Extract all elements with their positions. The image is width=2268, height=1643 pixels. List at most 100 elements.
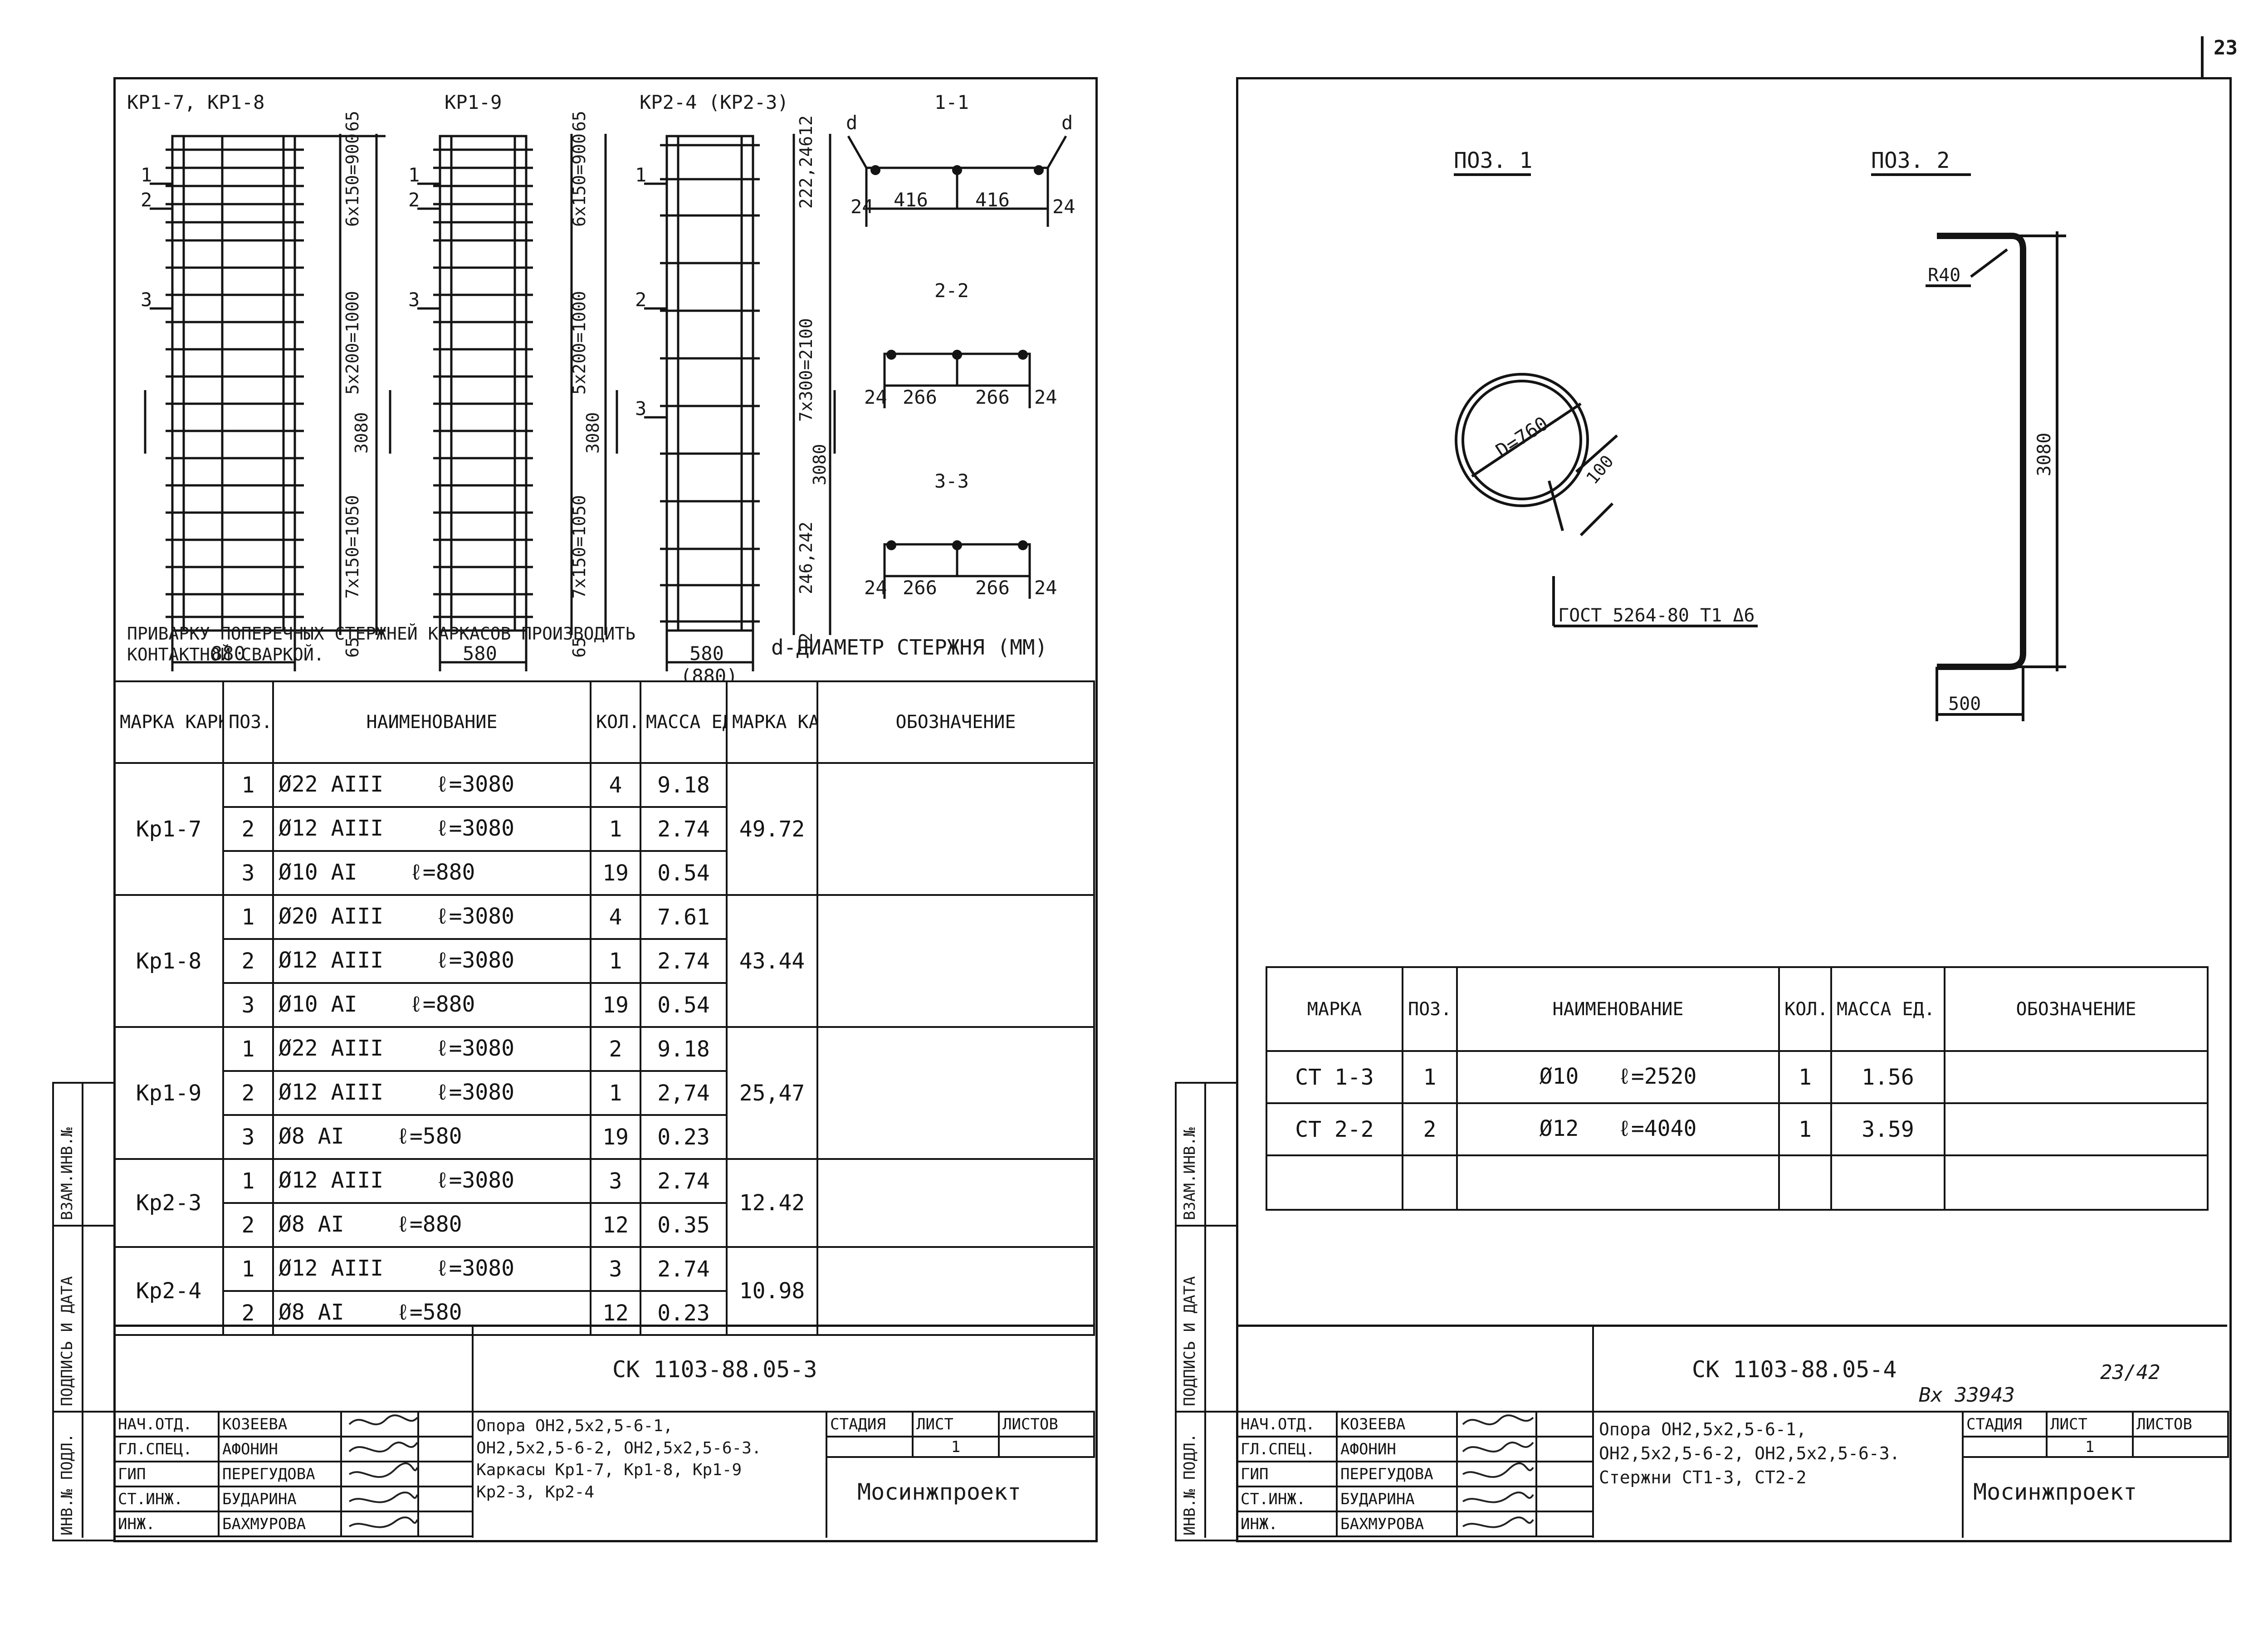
empty-cell	[816, 1158, 1095, 1248]
section-label: 2-2	[934, 279, 969, 302]
dim-diameter: D=760	[1492, 412, 1552, 462]
empty-cell: Ø10 АI ℓ=880	[272, 982, 591, 1028]
table-cell: 2.74	[640, 1246, 728, 1292]
empty-cell	[816, 762, 1095, 896]
dim-s33: 266	[903, 577, 937, 599]
empty-cell: Ø8 АI ℓ=880	[272, 1202, 591, 1248]
table-cell: МАССА ЕД. КГ	[1830, 966, 1945, 1052]
empty-cell	[1962, 1436, 2048, 1458]
empty-cell	[1944, 1102, 2209, 1156]
dim-kr19-total: 3080	[583, 412, 603, 454]
empty-cell	[826, 1436, 914, 1458]
table-cell: 12	[590, 1202, 641, 1248]
table-cell: 1	[1778, 1050, 1832, 1104]
welding-note: ПРИВАРКУ ПОПЕРЕЧНЫХ СТЕРЖНЕЙ КАРКАСОВ ПР…	[127, 624, 636, 665]
empty-cell	[1535, 1436, 1594, 1462]
dim-kr24-top: 12	[796, 115, 816, 136]
empty-cell	[1830, 1154, 1945, 1211]
dim-s11: 24	[850, 196, 874, 218]
table-cell: 1	[590, 806, 641, 852]
frame-drawings: КР1-7, КР1-8 КР1-9 КР2-4 (КР2-3) 1-1 2-2…	[127, 91, 1075, 680]
table-cell: СТ.ИНЖ.	[113, 1486, 220, 1512]
dim-width: 880	[211, 642, 245, 665]
table-cell: ГИП	[113, 1461, 220, 1487]
table-cell: 3	[222, 982, 274, 1028]
ring-bar-pos-1	[1455, 373, 1589, 507]
table-cell: СТ 1-3	[1266, 1050, 1403, 1104]
empty-cell	[1535, 1461, 1594, 1487]
dim-s33: 24	[864, 577, 887, 599]
header-pos: ПОЗ.	[222, 680, 274, 764]
table-cell: 1	[2046, 1436, 2134, 1458]
cage-total-mass: 43.44	[726, 894, 818, 1028]
table-cell: 1	[222, 1246, 274, 1292]
dim-kr17-bottom: 65	[342, 637, 362, 658]
empty-cell	[417, 1436, 474, 1462]
header-mark: МАРКА КАРКАСА	[113, 680, 224, 764]
table-row: 2 Ø8 АI ℓ=580 12 0.23	[114, 1290, 1094, 1336]
table-cell: 2	[222, 1202, 274, 1248]
position-mark: 1	[408, 164, 420, 186]
table-cell: ОБОЗНАЧЕНИЕ	[1944, 966, 2209, 1052]
drawing-code: СК 1103-88.05-3	[612, 1356, 817, 1383]
side-stamp-label: ИНВ.№ ПОДЛ.	[1181, 1433, 1199, 1535]
table-cell: БАХМУРОВА	[218, 1511, 342, 1537]
table-cell: 2.74	[640, 938, 728, 984]
empty-cell	[1535, 1486, 1594, 1512]
dim-s11: 24	[1052, 196, 1075, 218]
empty-cell	[1944, 1050, 2209, 1104]
table-cell: 4	[590, 894, 641, 940]
table-cell: БУДАРИНА	[218, 1486, 342, 1512]
table-cell: 19	[590, 850, 641, 896]
position-mark: 2	[408, 189, 420, 211]
dim-kr17-total: 3080	[352, 412, 371, 454]
drawing-description: Опора ОН2,5х2,5-6-1, ОН2,5х2,5-6-2, ОН2,…	[1599, 1419, 1900, 1488]
table-row: 2 Ø12 АIII ℓ=3080 1 2.74	[114, 938, 1094, 984]
header-name: НАИМЕНОВАНИЕ	[272, 680, 591, 764]
dim-kr19-d2: 5х200=1000	[569, 291, 589, 395]
table-cell: 2,74	[640, 1070, 728, 1116]
empty-cell	[1456, 1154, 1780, 1211]
bent-bar-pos-2	[1937, 233, 2026, 670]
table-cell: ГЛ.СПЕЦ.	[1236, 1436, 1338, 1462]
table-cell: 3.59	[1830, 1102, 1945, 1156]
cage-total-mass: 49.72	[726, 762, 818, 896]
table-cell: ПЕРЕГУДОВА	[218, 1461, 342, 1487]
table-cell: АФОНИН	[218, 1436, 342, 1462]
table-cell: 7.61	[640, 894, 728, 940]
table-cell: 1	[1778, 1102, 1832, 1156]
table-cell: 2	[222, 806, 274, 852]
dim-height: 3080	[2034, 433, 2055, 476]
dim-kr17-d3: 7х150=1050	[342, 495, 362, 599]
empty-cell	[340, 1461, 419, 1487]
side-stamp-label: ВЗАМ.ИНВ.№	[58, 1127, 76, 1220]
frame-label: КР1-9	[445, 91, 502, 113]
cage-mark: Кр1-8	[113, 894, 224, 1028]
table-cell: 19	[590, 982, 641, 1028]
empty-cell	[816, 1246, 1095, 1336]
table-row: 3 Ø10 АI ℓ=880 19 0.54	[114, 982, 1094, 1028]
dim-kr24-d2: 7х300=2100	[796, 318, 816, 422]
table-cell: ЛИСТОВ	[998, 1411, 1095, 1438]
table-cell: КОЛ.	[1778, 966, 1832, 1052]
table-row: 2 Ø12 АIII ℓ=3080 1 2.74	[114, 806, 1094, 852]
empty-cell	[816, 894, 1095, 1028]
dim-kr24-d3: 246,242	[796, 522, 816, 594]
table-cell: 2	[1402, 1102, 1458, 1156]
dim-kr17-d1: 6х150=900	[342, 133, 362, 227]
sheet-1-side-strip	[52, 1082, 115, 1541]
title-block-1-divider	[472, 1325, 474, 1538]
table-cell: СТ 2-2	[1266, 1102, 1403, 1156]
table-cell: 1	[222, 762, 274, 808]
frame-label: КР1-7, КР1-8	[127, 91, 264, 113]
table-row	[1266, 1154, 2209, 1211]
dim-s33: 24	[1034, 577, 1057, 599]
empty-cell	[417, 1486, 474, 1512]
side-stamp-label: ПОДПИСЬ И ДАТА	[1181, 1276, 1199, 1406]
table-cell: 2	[222, 1290, 274, 1336]
table-cell: СТАДИЯ	[1962, 1411, 2048, 1438]
header-qty: КОЛ.	[590, 680, 641, 764]
table-cell: ЛИСТОВ	[2132, 1411, 2229, 1438]
table-cell: МАРКА	[1266, 966, 1403, 1052]
